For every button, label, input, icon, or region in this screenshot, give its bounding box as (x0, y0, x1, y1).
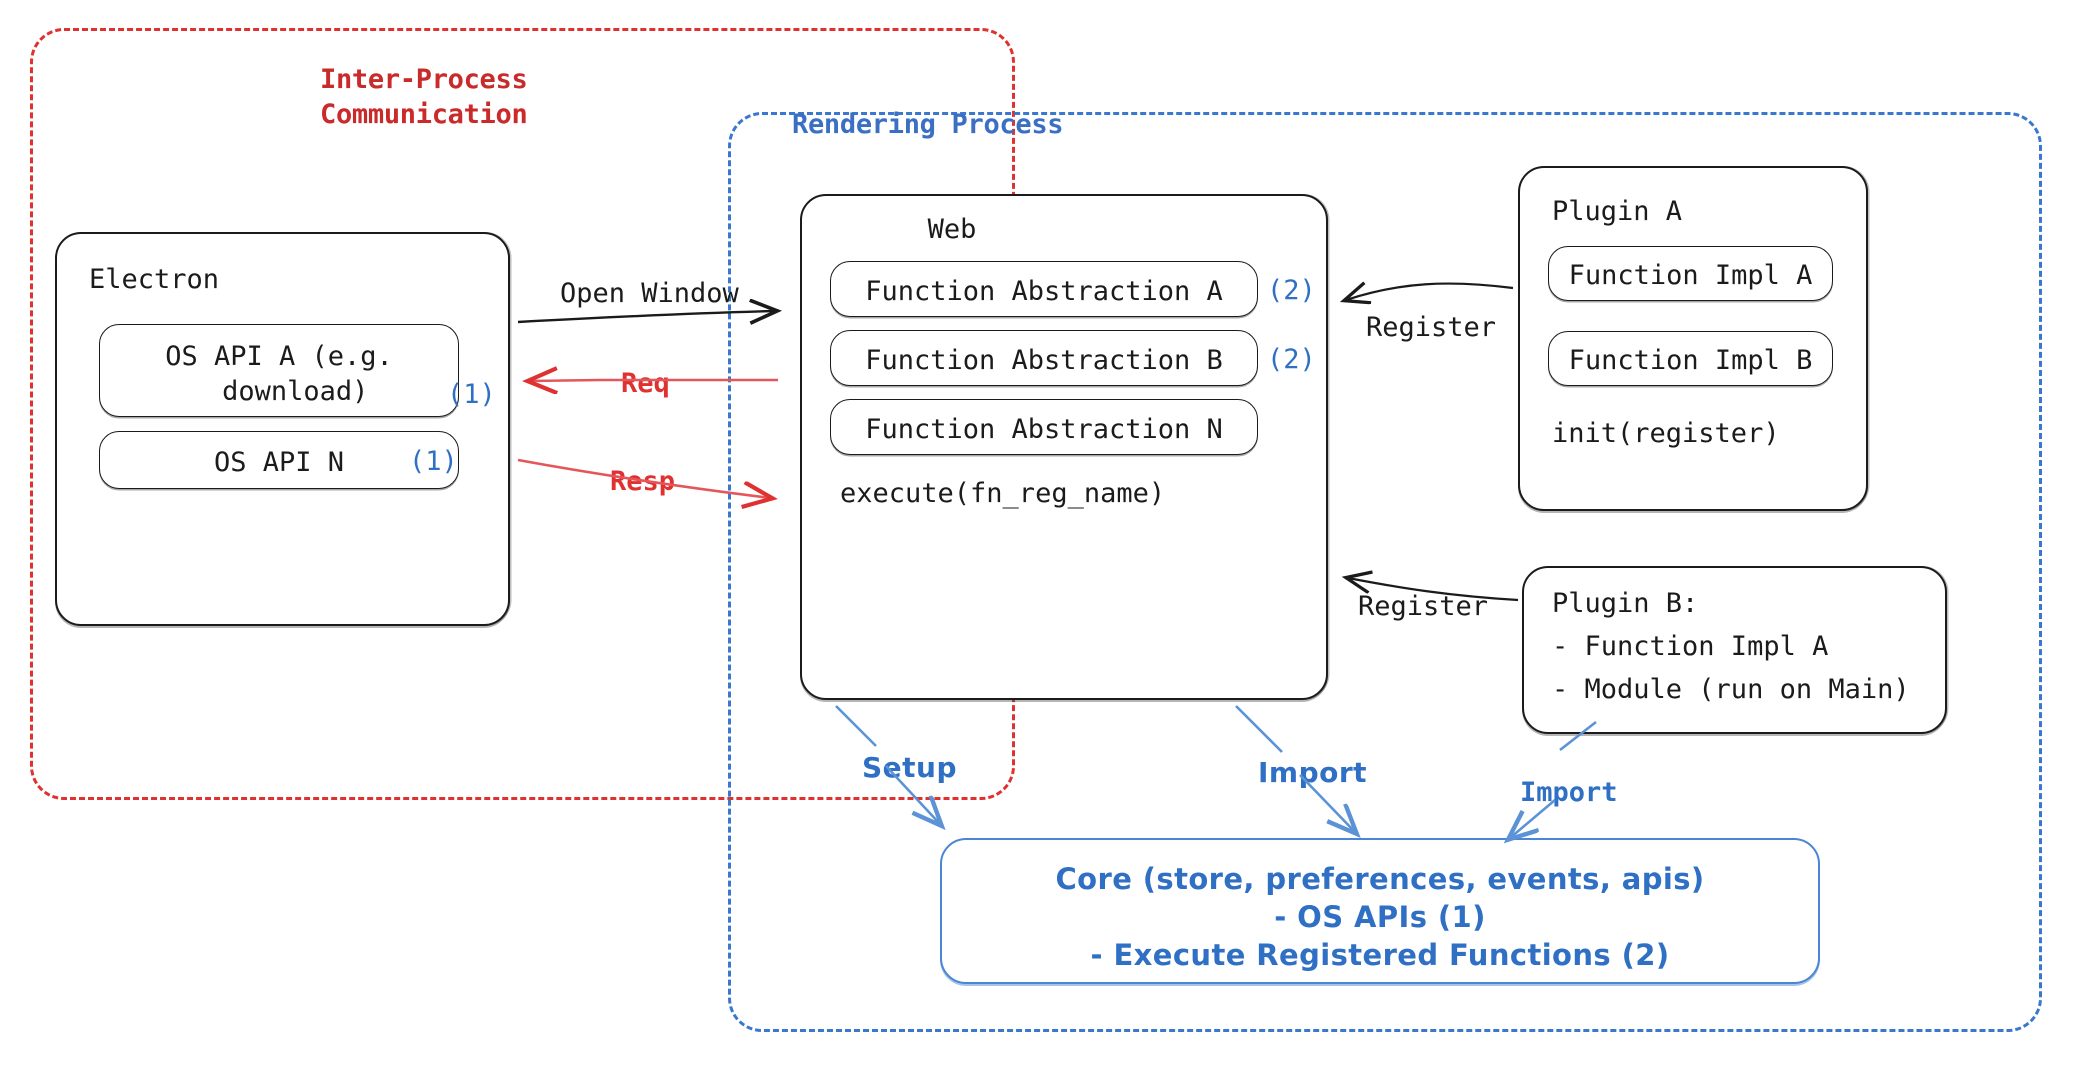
os-api-n-label: OS API N (213, 447, 345, 478)
os-api-a-marker: (1) (447, 379, 496, 410)
edge-label-req: Req (621, 368, 670, 399)
edge-label-open-window: Open Window (560, 278, 739, 309)
web-title: Web (927, 214, 977, 245)
function-abstraction-a-marker: (2) (1267, 275, 1316, 306)
os-api-n-box[interactable]: OS API N (99, 431, 459, 489)
plugin-b-item-function-impl-a: - Function Impl A (1552, 631, 1829, 662)
edge-label-import-plugin-b: Import (1520, 777, 1618, 808)
core-line-os-apis: - OS APIs (1) (1274, 900, 1486, 934)
plugin-a-init-label: init(register) (1552, 418, 1780, 449)
function-abstraction-n-box[interactable]: Function Abstraction N (830, 399, 1258, 455)
group-label-ipc: Inter-Process Communication (320, 64, 528, 130)
plugin-a-box[interactable]: Plugin A Function Impl A Function Impl B… (1518, 166, 1868, 511)
web-execute-label: execute(fn_reg_name) (840, 478, 1166, 509)
group-label-rendering-process: Rendering Process (792, 109, 1064, 140)
function-abstraction-b-marker: (2) (1267, 344, 1316, 375)
edge-label-register-top: Register (1366, 312, 1497, 343)
edge-label-register-bottom: Register (1358, 591, 1489, 622)
os-api-n-marker: (1) (409, 446, 458, 477)
web-box[interactable]: Web Function Abstraction A (2) Function … (800, 194, 1328, 700)
plugin-a-title: Plugin A (1552, 196, 1683, 227)
plugin-b-title: Plugin B: (1552, 588, 1699, 619)
function-abstraction-a-label: Function Abstraction A (865, 276, 1223, 307)
core-line-execute-registered: - Execute Registered Functions (2) (1090, 938, 1670, 972)
electron-title: Electron (89, 264, 220, 295)
plugin-a-function-impl-b-label: Function Impl B (1568, 345, 1813, 376)
core-box[interactable]: Core (store, preferences, events, apis) … (940, 838, 1820, 984)
function-abstraction-n-label: Function Abstraction N (865, 414, 1223, 445)
plugin-b-item-module: - Module (run on Main) (1552, 674, 1910, 705)
core-line-title: Core (store, preferences, events, apis) (1055, 862, 1705, 896)
edge-label-resp: Resp (610, 466, 676, 497)
function-abstraction-a-box[interactable]: Function Abstraction A (830, 261, 1258, 317)
electron-box[interactable]: Electron OS API A (e.g. download) (1) OS… (55, 232, 510, 626)
plugin-a-function-impl-b-box[interactable]: Function Impl B (1548, 331, 1833, 386)
edge-label-setup: Setup (862, 751, 958, 784)
os-api-a-label: OS API A (e.g. download) (165, 341, 393, 408)
function-abstraction-b-label: Function Abstraction B (865, 345, 1223, 376)
plugin-b-box[interactable]: Plugin B: - Function Impl A - Module (ru… (1522, 566, 1947, 734)
edge-label-import-web: Import (1258, 756, 1368, 789)
function-abstraction-b-box[interactable]: Function Abstraction B (830, 330, 1258, 386)
plugin-a-function-impl-a-box[interactable]: Function Impl A (1548, 246, 1833, 301)
plugin-a-function-impl-a-label: Function Impl A (1568, 260, 1813, 291)
os-api-a-box[interactable]: OS API A (e.g. download) (99, 324, 459, 417)
group-rendering-process (728, 112, 2042, 1032)
